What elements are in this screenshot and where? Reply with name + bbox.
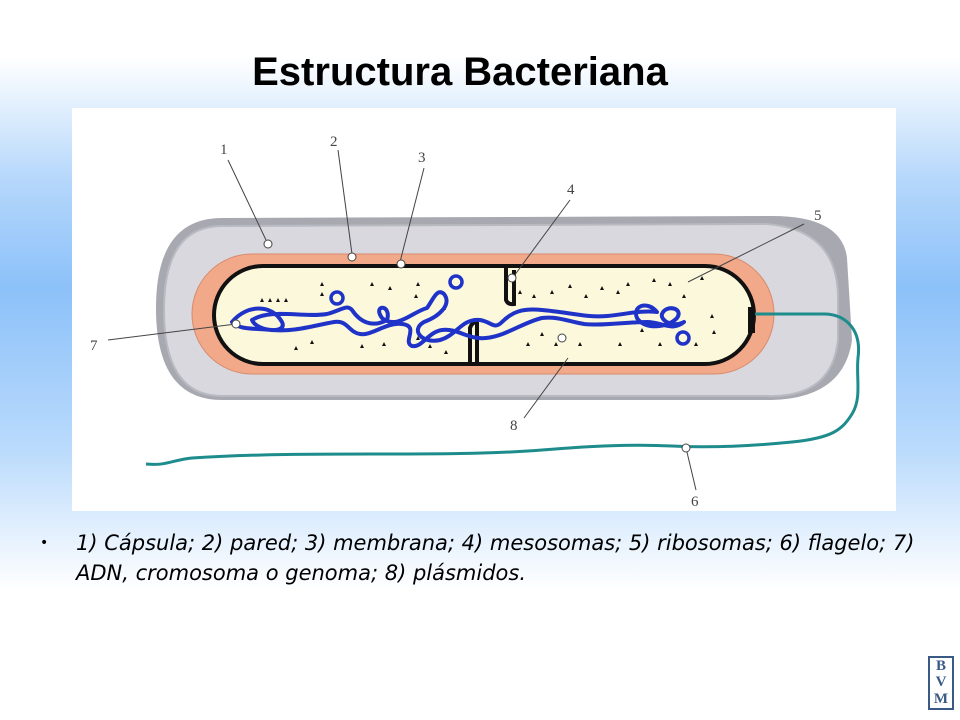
callout-dot-2	[347, 252, 357, 262]
slide-title: Estructura Bacteriana	[252, 50, 668, 94]
flagellum-base	[748, 307, 755, 333]
callout-dot-8	[557, 333, 567, 343]
bacteria-diagram-svg: 1 2 3 4 5 6 7 8	[90, 134, 861, 510]
callout-number-8: 8	[510, 418, 518, 434]
callout-line-3	[399, 167, 425, 263]
callout-line-6	[685, 447, 697, 491]
ribosome	[526, 342, 530, 346]
ribosome	[710, 314, 714, 318]
ribosome	[428, 344, 432, 348]
callout-number-2: 2	[330, 134, 338, 150]
ribosome	[310, 340, 314, 344]
ribosome	[388, 286, 392, 290]
ribosome	[616, 290, 620, 294]
ribosome	[682, 294, 686, 298]
dna-chromosome	[230, 290, 686, 349]
callout-dot-1	[263, 239, 273, 249]
ribosome	[416, 282, 420, 286]
ribosome	[618, 342, 622, 346]
ribosome	[320, 292, 324, 296]
callout-line-4	[513, 199, 571, 277]
ribosome	[444, 350, 448, 354]
ribosome	[320, 282, 324, 286]
callout-dot-4	[507, 273, 517, 283]
ribosome	[700, 276, 704, 280]
ribosome	[554, 342, 558, 346]
callout-line-2	[337, 149, 353, 255]
legend-text: 1) Cápsula; 2) pared; 3) membrana; 4) me…	[76, 531, 915, 585]
mesosome-bottom	[468, 319, 479, 364]
plasmid	[329, 290, 345, 306]
ribosome	[294, 346, 298, 350]
callout-number-7: 7	[90, 338, 98, 354]
ribosome	[370, 282, 374, 286]
ribosome	[584, 294, 588, 298]
legend-caption: • 1) Cápsula; 2) pared; 3) membrana; 4) …	[40, 528, 940, 588]
bacteria-diagram: 1 2 3 4 5 6 7 8	[72, 108, 896, 511]
bullet-marker: •	[40, 535, 49, 551]
callout-line-8	[523, 357, 569, 419]
callout-number-4: 4	[567, 182, 575, 198]
ribosome	[284, 298, 288, 302]
ribosome	[658, 342, 662, 346]
flagellum	[145, 312, 861, 466]
plasmid	[675, 330, 691, 346]
ribosome	[568, 284, 572, 288]
ribosome	[600, 286, 604, 290]
ribosome	[382, 342, 386, 346]
callout-number-1: 1	[220, 142, 228, 158]
ribosome	[640, 328, 644, 332]
plasmid	[448, 274, 464, 290]
ribosome	[414, 294, 418, 298]
ribosome	[712, 330, 716, 334]
logo-letter: V	[935, 674, 947, 691]
callout-dot-7	[231, 319, 241, 329]
ribosome	[416, 336, 420, 340]
ribosome	[260, 298, 264, 302]
ribosome	[550, 290, 554, 294]
callout-line-5	[687, 223, 805, 283]
ribosome	[532, 294, 536, 298]
ribosome	[276, 298, 280, 302]
ribosome	[668, 282, 672, 286]
callout-dot-6	[681, 443, 691, 453]
callout-number-5: 5	[814, 208, 822, 224]
ribosome	[360, 344, 364, 348]
ribosome	[518, 290, 522, 294]
ribosome	[578, 342, 582, 346]
ribosome	[652, 278, 656, 282]
callout-line-7	[107, 323, 237, 341]
callout-number-6: 6	[691, 494, 699, 510]
callout-dot-3	[396, 259, 406, 269]
ribosome	[694, 342, 698, 346]
logo-letter: B	[935, 657, 946, 674]
callout-number-3: 3	[418, 150, 426, 166]
callout-line-1	[227, 159, 267, 241]
ribosome	[268, 298, 272, 302]
mesosome-top	[504, 266, 516, 307]
logo-letter: M	[933, 691, 949, 708]
ribosome	[540, 332, 544, 336]
bvm-logo: B V M	[928, 656, 954, 710]
ribosome	[626, 282, 630, 286]
